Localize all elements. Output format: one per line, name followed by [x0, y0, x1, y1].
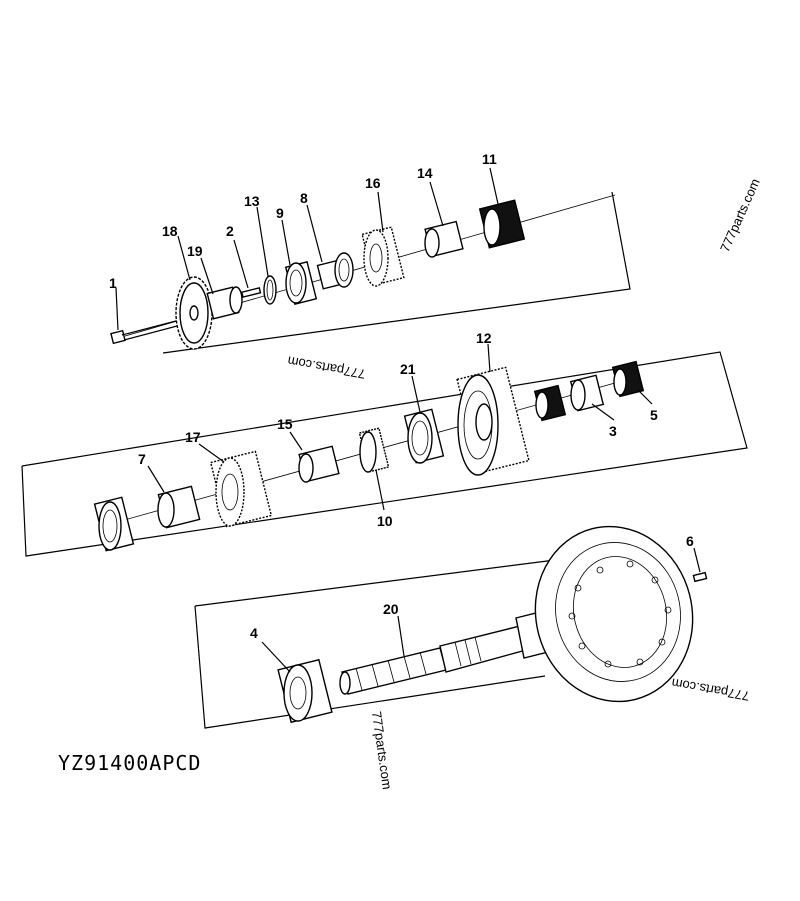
drawing-code: YZ91400APCD: [58, 751, 201, 775]
part-8-spacer: [316, 252, 354, 290]
leader-lines: [115, 167, 701, 673]
part-3-sleeve: [569, 374, 605, 412]
part-needle-bearing-unlabeled: [533, 384, 567, 422]
part-19-hub: [206, 286, 243, 320]
watermark-right-top: 777parts.com: [717, 176, 763, 254]
part-20-pinion-shaft: [339, 611, 549, 695]
part-5-needle-bearing: [611, 360, 645, 398]
watermark-bottom-vertical: 777parts.com: [369, 710, 395, 790]
part-13-snap-ring: [263, 275, 277, 305]
watermarks: 777parts.com 777parts.com 777parts.com 7…: [286, 176, 762, 790]
part-21-bearing: [403, 408, 445, 464]
callout-17: 17: [185, 429, 201, 445]
callout-19: 19: [187, 243, 203, 259]
callout-6: 6: [686, 533, 694, 549]
group-frame-bottom: [194, 559, 556, 729]
callout-14: 14: [417, 165, 433, 181]
callout-21: 21: [400, 361, 416, 377]
callout-3: 3: [609, 423, 617, 439]
part-16-helical-gear: [361, 226, 405, 287]
callout-8: 8: [300, 190, 308, 206]
callout-7: 7: [138, 451, 146, 467]
callout-15: 15: [277, 416, 293, 432]
callout-18: 18: [162, 223, 178, 239]
part-17-helical-gear: [209, 450, 273, 528]
part-ring-gear: [534, 525, 694, 703]
part-12-large-gear: [456, 366, 530, 476]
part-11-needle-bearing: [478, 199, 526, 249]
group-frame-top: [162, 191, 631, 354]
callout-13: 13: [244, 193, 260, 209]
watermark-right-bottom: 777parts.com: [670, 675, 750, 703]
watermark-middle: 777parts.com: [286, 353, 366, 381]
callout-20: 20: [383, 601, 399, 617]
callout-9: 9: [276, 205, 284, 221]
callout-4: 4: [250, 625, 258, 641]
part-2-pin: [240, 287, 262, 298]
part-15-sleeve: [298, 445, 340, 483]
callout-16: 16: [365, 175, 381, 191]
callout-5: 5: [650, 407, 658, 423]
part-9-bearing: [284, 261, 318, 305]
callout-2: 2: [226, 223, 234, 239]
callout-1: 1: [109, 275, 117, 291]
callout-numbers: 1 18 19 2 13 9 8 16 14 11 12 21 15 17 7 …: [109, 151, 694, 641]
part-7-sleeve: [157, 485, 201, 529]
part-4-bearing: [277, 658, 333, 724]
part-bearing-unlabeled: [93, 496, 135, 552]
callout-11: 11: [482, 151, 497, 167]
part-10-needle-bearing: [358, 427, 390, 473]
callout-12: 12: [476, 330, 492, 346]
part-6-dowel-pin: [692, 571, 708, 583]
part-18-sprocket: [175, 276, 213, 350]
callout-10: 10: [377, 513, 393, 529]
part-14-sleeve: [424, 220, 464, 258]
